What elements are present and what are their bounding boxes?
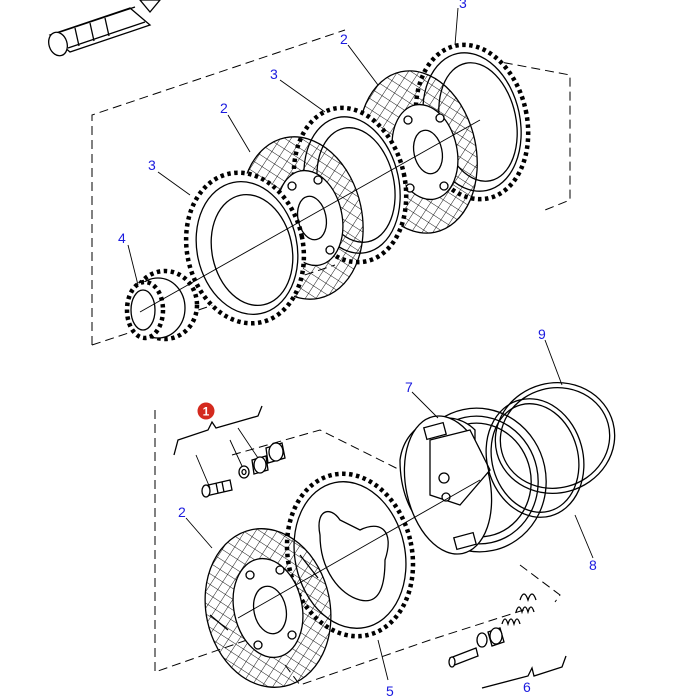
label-part-3-top: 3 — [459, 0, 467, 11]
label-leaders — [127, 7, 594, 681]
splined-hub — [124, 268, 200, 342]
spring-set — [448, 593, 537, 668]
label-part-8: 8 — [589, 557, 597, 573]
badge-number: 1 — [203, 405, 210, 419]
label-part-3-upper-mid: 3 — [270, 66, 278, 82]
bolt-set-brace — [173, 405, 263, 456]
pressure-plate — [399, 407, 547, 555]
label-part-5: 5 — [386, 683, 394, 699]
outer-seal-ring — [494, 382, 616, 494]
friction-disc-lower — [204, 528, 332, 688]
friction-ring-upper-left — [183, 170, 307, 326]
spring-set-brace — [481, 655, 567, 689]
label-part-3-upper-left: 3 — [148, 157, 156, 173]
label-part-4: 4 — [118, 230, 126, 246]
drive-shaft — [48, 0, 161, 57]
upper-axis-line — [139, 119, 481, 313]
bolt-set — [195, 427, 286, 498]
label-part-6: 6 — [523, 679, 531, 695]
part-1-badge: 1 — [197, 402, 215, 420]
inner-seal-ring — [485, 398, 585, 518]
label-part-7: 7 — [405, 379, 413, 395]
label-part-2-upper-right: 2 — [340, 31, 348, 47]
label-part-2-lower: 2 — [178, 504, 186, 520]
label-part-9: 9 — [538, 326, 546, 342]
label-part-2-upper-mid: 2 — [220, 100, 228, 116]
lower-axis-line — [237, 479, 481, 619]
